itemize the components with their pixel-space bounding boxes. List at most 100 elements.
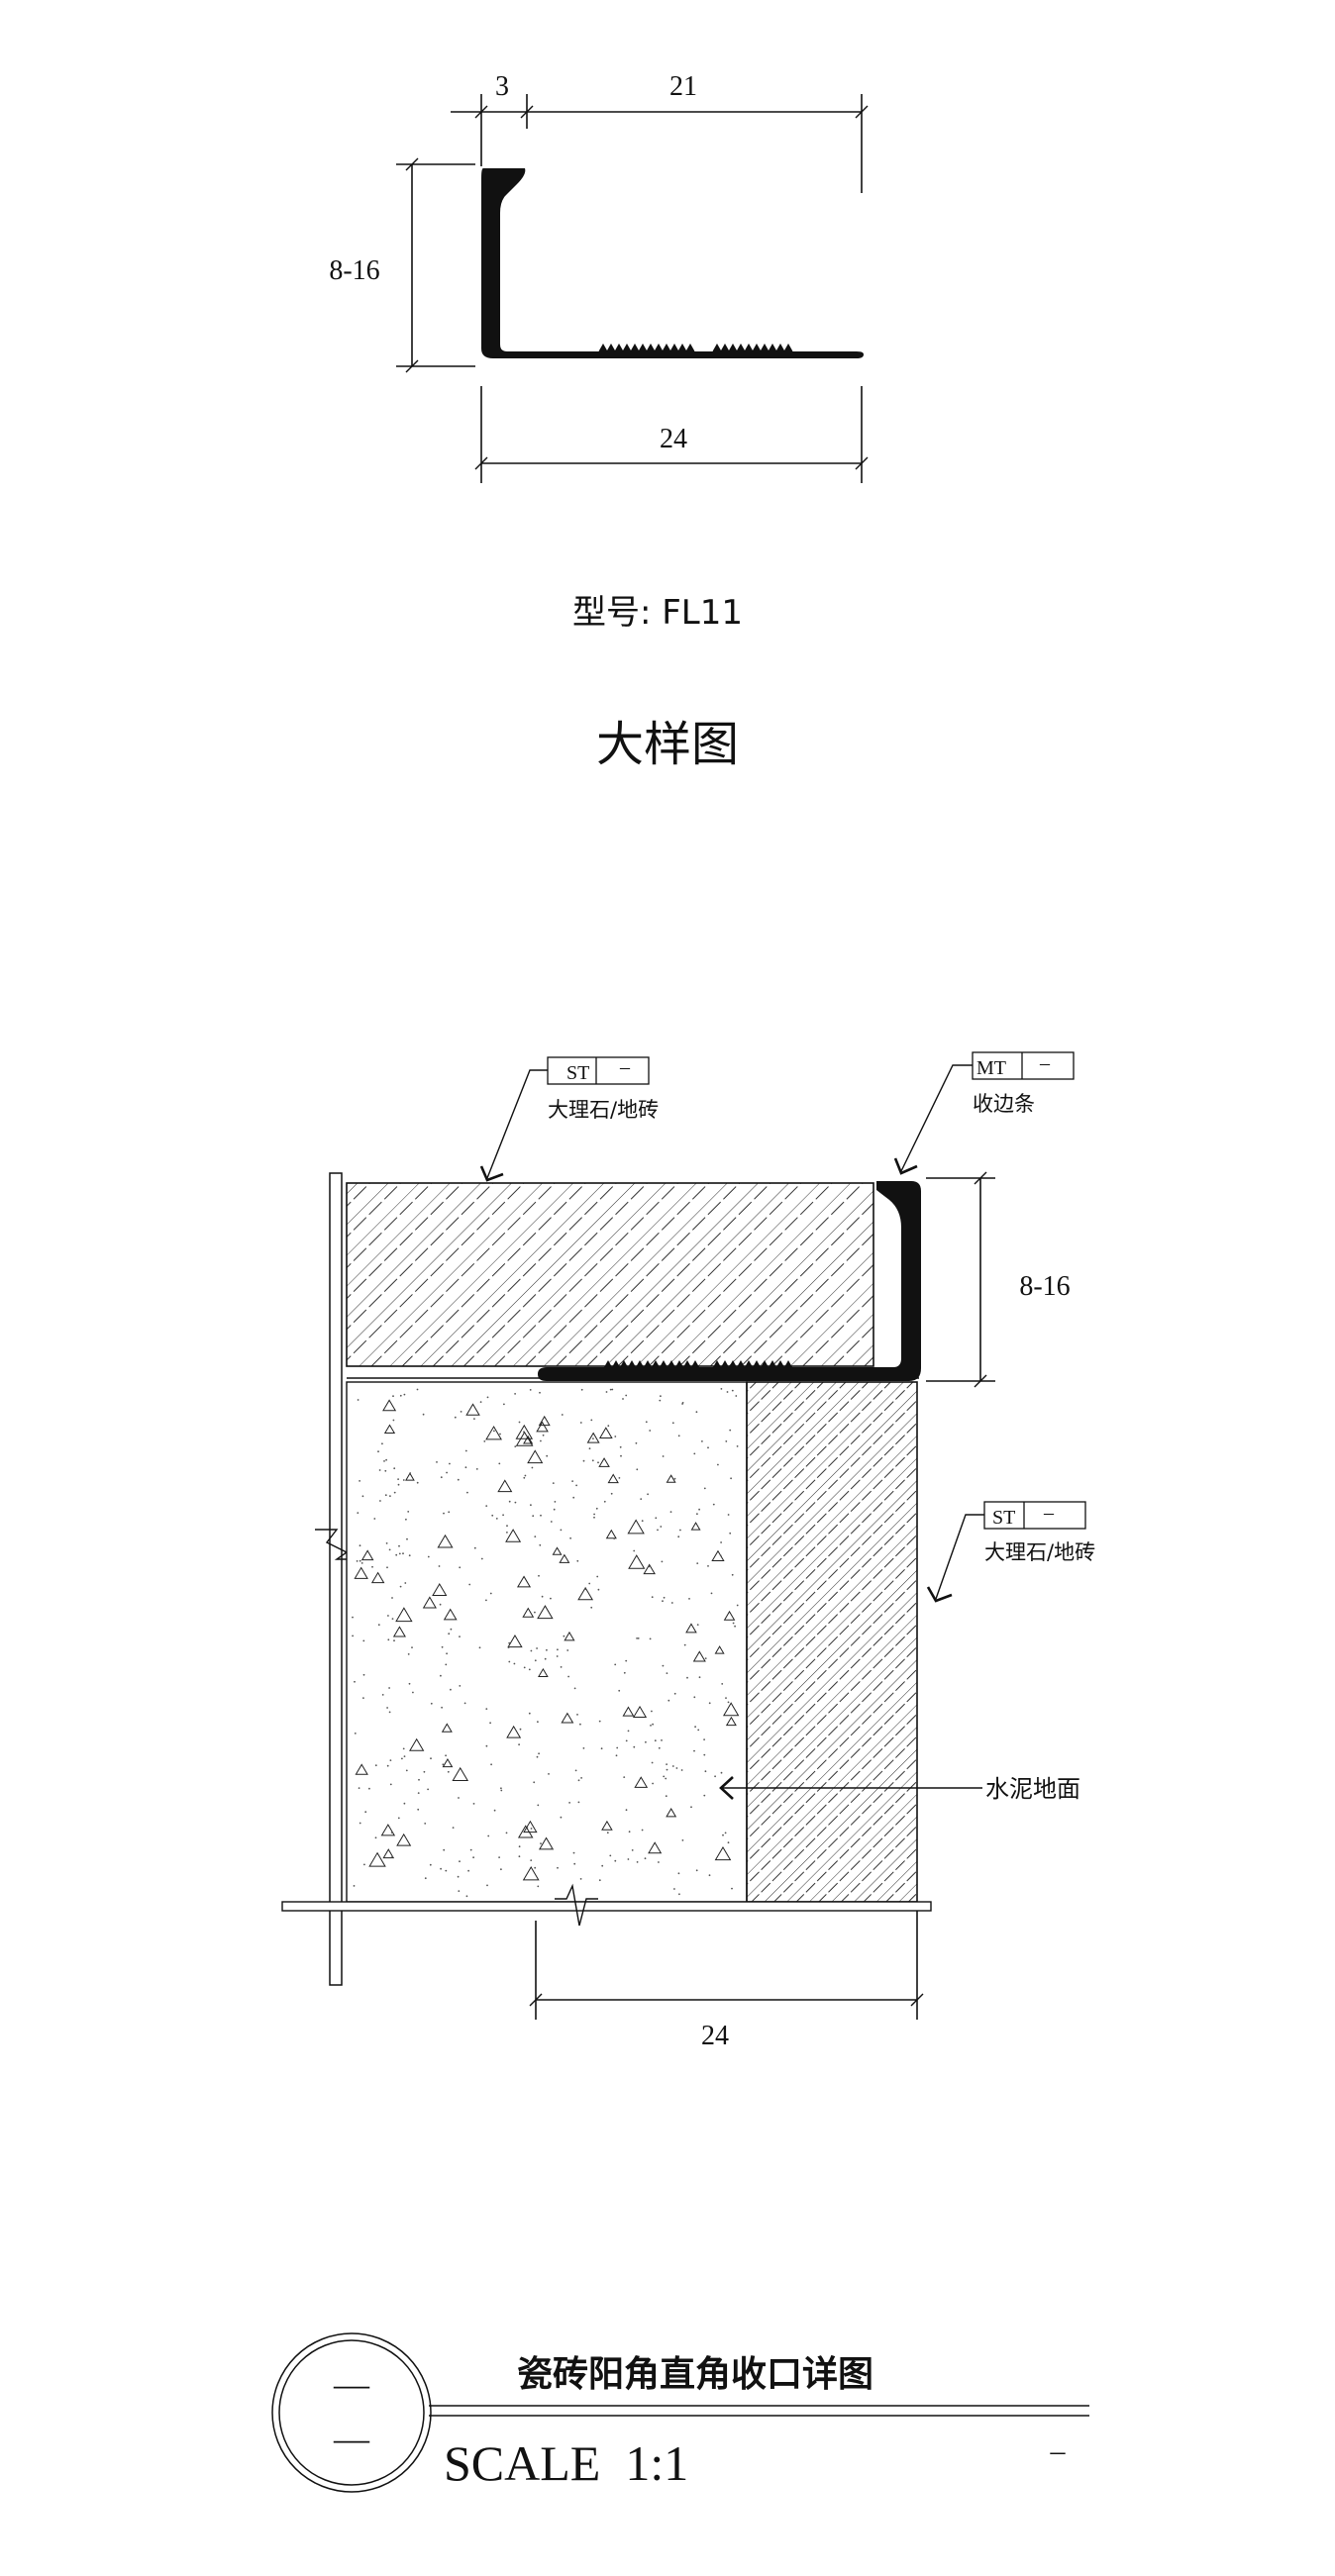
sand-dot <box>735 1395 738 1397</box>
sand-dot <box>390 1832 393 1833</box>
title-circle-inner <box>278 2339 425 2486</box>
sand-dot <box>677 1872 680 1875</box>
sand-dot <box>534 1866 537 1869</box>
sand-dot <box>362 1673 365 1676</box>
sand-dot <box>708 1874 711 1877</box>
sand-dot <box>406 1537 408 1540</box>
sand-dot <box>582 1747 585 1749</box>
sand-dot <box>498 1462 501 1465</box>
aggregate-triangle <box>522 1866 540 1881</box>
sand-dot <box>649 1430 652 1432</box>
aggregate-triangle <box>382 1399 397 1412</box>
sand-dot <box>447 1770 450 1773</box>
sand-dot <box>391 1618 394 1620</box>
sand-dot <box>374 1836 377 1839</box>
sand-dot <box>726 1391 729 1393</box>
sand-dot <box>625 1659 628 1662</box>
sand-dot <box>424 1823 427 1825</box>
sand-dot <box>386 1707 388 1709</box>
sand-dot <box>398 1552 401 1555</box>
aggregate-triangle <box>497 1479 513 1493</box>
title-block: — — 瓷砖阳角直角收口详图 SCALE 1:1 – <box>271 2332 1089 2493</box>
sand-dot <box>389 1759 392 1761</box>
sand-dot <box>393 1639 395 1642</box>
sand-dot <box>695 1869 698 1872</box>
sand-dot <box>397 1483 400 1486</box>
sand-dot <box>561 1414 564 1416</box>
aggregate-triangle <box>622 1706 635 1717</box>
sand-dot <box>500 1787 502 1790</box>
sand-dot <box>381 1442 383 1445</box>
sand-dot <box>542 1434 545 1437</box>
label-stone-side: 大理石/地砖 <box>984 1540 1095 1564</box>
sand-dot <box>491 1514 494 1517</box>
sand-dot <box>458 1890 461 1892</box>
sand-dot <box>571 1480 573 1482</box>
sand-dot <box>384 1469 387 1472</box>
aggregate-triangle <box>396 1833 412 1846</box>
sand-dot <box>572 1496 575 1499</box>
sand-dot <box>666 1672 668 1674</box>
sand-dot <box>556 1655 559 1657</box>
sand-dot <box>731 1389 734 1392</box>
aggregate-triangle <box>690 1522 701 1531</box>
aggregate-triangle <box>586 1432 600 1443</box>
sand-dot <box>661 1560 664 1563</box>
sand-dot <box>427 1555 430 1558</box>
sand-dot <box>680 1769 683 1771</box>
sand-dot <box>701 1440 703 1442</box>
sand-dot <box>405 1769 408 1772</box>
sand-dot <box>468 1583 471 1586</box>
sand-dot <box>588 1582 591 1585</box>
sand-dot <box>465 1895 468 1898</box>
sand-dot <box>448 1511 451 1514</box>
sand-dot <box>704 1657 707 1659</box>
sand-dot <box>662 1600 664 1603</box>
sand-dot <box>560 1529 563 1532</box>
sand-dot <box>593 1516 595 1519</box>
sand-dot <box>736 1604 739 1607</box>
sand-dot <box>357 1512 359 1514</box>
sand-dot <box>669 1511 672 1513</box>
sand-dot <box>579 1878 582 1880</box>
sand-dot <box>541 1595 544 1598</box>
sand-dot <box>717 1463 719 1466</box>
sand-dot <box>573 1687 576 1690</box>
aggregate-triangle <box>725 1716 737 1727</box>
dim-width-label: 24 <box>660 424 687 454</box>
sand-dot <box>707 1446 709 1449</box>
sand-dot <box>590 1606 593 1609</box>
sand-dot <box>514 1393 516 1395</box>
aggregate-triangle <box>360 1549 374 1561</box>
svg-text:–: – <box>619 1056 631 1078</box>
sand-dot <box>445 1754 447 1757</box>
sand-dot <box>727 1514 730 1516</box>
sand-dot <box>485 1505 488 1507</box>
sand-dot <box>725 1697 727 1699</box>
sand-dot <box>645 1740 647 1743</box>
aggregate-triangle <box>522 1607 535 1618</box>
ground-break-mark <box>555 1883 598 1927</box>
sand-dot <box>553 1508 556 1511</box>
sand-dot <box>411 1646 413 1648</box>
sand-dot <box>651 1761 654 1764</box>
leader-cement: 水泥地面 <box>719 1775 1080 1803</box>
sand-dot <box>627 1858 630 1860</box>
sand-dot <box>703 1738 705 1740</box>
aggregate-triangle <box>538 1667 549 1678</box>
sand-dot <box>681 1839 684 1841</box>
sand-dot <box>606 1832 609 1834</box>
sand-dot <box>729 1532 732 1535</box>
sand-dot <box>579 1723 581 1726</box>
sand-dot <box>569 1536 571 1539</box>
sand-dot <box>514 1501 517 1504</box>
detail-title: 大样图 <box>596 717 739 772</box>
sand-dot <box>531 1466 534 1469</box>
sand-dot <box>696 1562 699 1564</box>
sand-dot <box>698 1676 701 1679</box>
sand-dot <box>508 1660 511 1663</box>
sand-dot <box>648 1565 651 1568</box>
sand-dot <box>373 1518 376 1520</box>
sand-dot <box>371 1565 373 1568</box>
